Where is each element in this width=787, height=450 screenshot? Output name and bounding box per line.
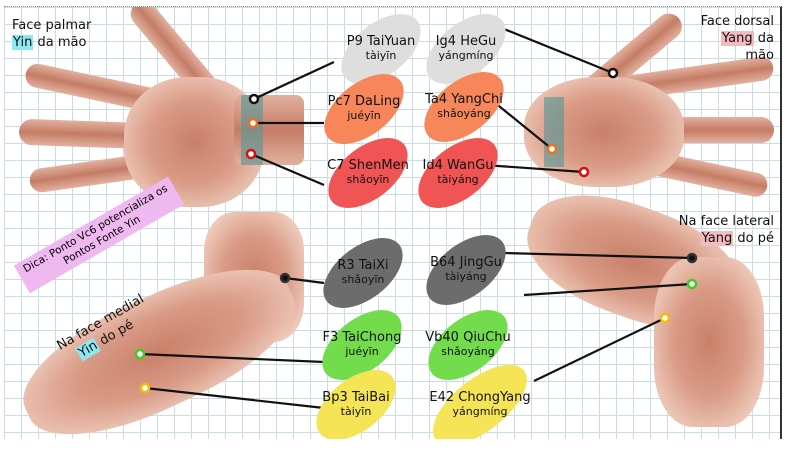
dorsal-title: Face dorsal bbox=[700, 14, 774, 29]
connector-lines bbox=[134, 27, 698, 410]
point-name: P9 TaiYuan bbox=[346, 34, 416, 49]
point-marker-r3 bbox=[279, 272, 291, 284]
point-meridian: yángmíng bbox=[438, 49, 494, 62]
point-name: E42 ChongYang bbox=[429, 390, 531, 405]
point-marker-bp3 bbox=[139, 382, 151, 394]
point-marker-f3 bbox=[134, 348, 146, 360]
line-p9 bbox=[253, 61, 335, 100]
point-meridian: tàiyáng bbox=[445, 270, 487, 283]
point-marker-p9 bbox=[248, 93, 260, 105]
point-meridian: tàiyīn bbox=[365, 49, 397, 62]
point-name: Ig4 HeGu bbox=[435, 34, 497, 49]
line-f3 bbox=[139, 352, 325, 364]
point-name: Vb40 QiuChu bbox=[425, 330, 511, 345]
point-marker-vb40 bbox=[686, 278, 698, 290]
palmar-rest: da mão bbox=[37, 35, 87, 50]
point-marker-id4 bbox=[578, 166, 590, 178]
line-ig4 bbox=[503, 27, 614, 75]
point-name: R3 TaiXi bbox=[337, 258, 389, 273]
point-meridian: juéyīn bbox=[345, 345, 379, 358]
line-vb40 bbox=[523, 282, 693, 297]
dorsal-rest-2: mão bbox=[745, 48, 774, 63]
point-name: Ta4 YangChi bbox=[425, 92, 503, 107]
point-name: B64 JingGu bbox=[430, 255, 502, 270]
point-marker-c7 bbox=[245, 148, 257, 160]
lateral-rest: do pé bbox=[737, 231, 774, 246]
lateral-title: Na face lateral bbox=[678, 214, 774, 229]
point-name: C7 ShenMen bbox=[327, 158, 409, 173]
point-marker-ig4 bbox=[607, 67, 619, 79]
line-e42 bbox=[533, 317, 666, 382]
point-marker-b64 bbox=[686, 252, 698, 264]
point-name: Pc7 DaLing bbox=[327, 94, 401, 109]
point-meridian: tàiyīn bbox=[340, 405, 372, 418]
point-meridian: shǎoyīn bbox=[346, 173, 390, 186]
point-meridian: shǎoyáng bbox=[437, 107, 491, 120]
line-ta4 bbox=[493, 101, 553, 150]
diagram-canvas: Face palmar Yin da mão Face dorsal Yang … bbox=[4, 6, 782, 439]
point-marker-pc7 bbox=[247, 117, 259, 129]
line-bp3 bbox=[144, 386, 325, 410]
point-name: Bp3 TaiBai bbox=[322, 390, 390, 405]
line-b64 bbox=[503, 251, 693, 260]
yang-highlight: Yang bbox=[721, 31, 754, 46]
dorsal-rest-1: da bbox=[757, 31, 774, 46]
line-c7 bbox=[250, 152, 325, 187]
line-id4 bbox=[483, 163, 585, 174]
point-meridian: shǎoyīn bbox=[341, 273, 385, 286]
lateral-caption: Na face lateral Yang do pé bbox=[679, 213, 774, 247]
point-meridian: shǎoyáng bbox=[441, 345, 495, 358]
point-meridian: juéyīn bbox=[347, 109, 381, 122]
palmar-caption: Face palmar Yin da mão bbox=[12, 17, 91, 51]
palmar-title: Face palmar bbox=[12, 18, 92, 33]
dorsal-caption: Face dorsal Yang da mão bbox=[701, 13, 774, 64]
point-marker-e42 bbox=[659, 312, 671, 324]
yang-highlight: Yang bbox=[700, 231, 734, 246]
point-name: F3 TaiChong bbox=[322, 330, 402, 345]
point-meridian: tàiyáng bbox=[437, 173, 479, 186]
point-marker-ta4 bbox=[546, 143, 558, 155]
point-meridian: yángmíng bbox=[452, 405, 508, 418]
line-r3 bbox=[284, 276, 325, 285]
point-name: Id4 WanGu bbox=[422, 158, 494, 173]
yin-highlight: Yin bbox=[12, 35, 34, 50]
